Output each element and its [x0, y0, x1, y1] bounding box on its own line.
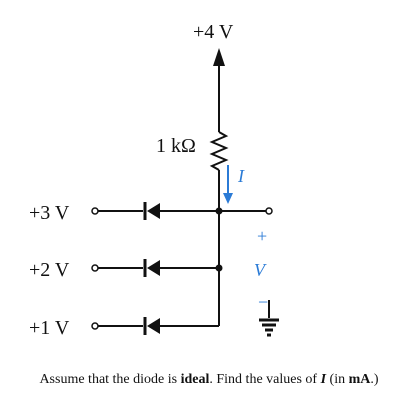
- junction-dot: [215, 264, 223, 272]
- output-voltage-label: V: [254, 260, 267, 280]
- caption-unit: mA: [348, 372, 371, 387]
- branch-2v: +2 V: [29, 259, 223, 281]
- output-plus-label: +: [257, 226, 267, 246]
- supply-label: +4 V: [193, 21, 234, 43]
- resistor-icon: [209, 131, 229, 171]
- input-label-3v: +3 V: [29, 202, 70, 224]
- current-label: I: [237, 166, 245, 186]
- input-terminal-icon: [91, 264, 99, 272]
- current-arrow-icon: [223, 193, 233, 204]
- junction-dot: [215, 207, 223, 215]
- input-terminal-icon: [91, 322, 99, 330]
- resistor-label: 1 kΩ: [156, 135, 196, 157]
- problem-caption: Assume that the diode is ideal. Find the…: [39, 372, 379, 387]
- caption-emphasis: ideal: [180, 372, 210, 387]
- circuit-svg: +4 V 1 kΩ I + V − +3 V +2 V: [29, 21, 279, 339]
- branch-3v: +3 V: [29, 202, 223, 224]
- branch-1v: +1 V: [29, 317, 219, 339]
- output-terminal-icon: [265, 207, 273, 215]
- output-minus-label: −: [258, 292, 268, 312]
- input-label-2v: +2 V: [29, 259, 70, 281]
- input-terminal-icon: [91, 207, 99, 215]
- caption-variable: I: [320, 372, 327, 387]
- input-label-1v: +1 V: [29, 317, 70, 339]
- supply-arrow-icon: [213, 48, 225, 66]
